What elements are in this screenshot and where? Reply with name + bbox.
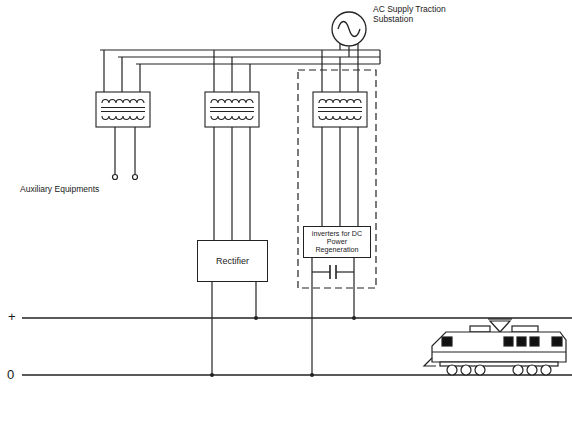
phase-wire: [231, 127, 232, 240]
three-phase-bus: [118, 56, 380, 57]
junction-dot: [310, 373, 314, 377]
supply-wire: [357, 44, 358, 64]
sine-symbol: [338, 22, 360, 37]
pantograph-shoe: [488, 318, 512, 319]
dc-wire: [255, 282, 256, 318]
positive-bus: [22, 317, 572, 318]
terminal: [113, 175, 118, 180]
ac-supply-source: AC Supply Traction Substation: [331, 11, 367, 47]
source-outline: [332, 12, 366, 46]
rectifier-box: Rectifier: [197, 240, 268, 282]
transformer-core: [210, 111, 254, 112]
box-label: inverters for DC Power Regeneration: [307, 230, 367, 255]
phase-drop: [339, 57, 340, 92]
junction-dot: [210, 373, 214, 377]
secondary-winding: [211, 116, 253, 120]
cab-window: [552, 337, 562, 346]
source-label: AC Supply Traction Substation: [373, 4, 463, 24]
phase-wire: [213, 127, 214, 240]
secondary-winding: [319, 116, 361, 120]
transformer-case: [313, 92, 367, 127]
dc-wire: [211, 282, 212, 375]
dc-wire: [311, 258, 312, 375]
wheel: [513, 365, 523, 375]
transformer-core: [101, 107, 145, 108]
aux-label: Auxiliary Equipments: [20, 184, 99, 194]
wheel: [447, 365, 457, 375]
roof-unit: [512, 326, 538, 332]
primary-winding: [211, 100, 253, 103]
wheel: [527, 365, 537, 375]
capacitor-lead: [336, 271, 354, 272]
bus-sign: 0: [7, 367, 14, 382]
transformer-symbol: [313, 92, 367, 127]
supply-wire: [339, 44, 340, 50]
pantograph: [490, 321, 510, 332]
return-bus: [22, 374, 572, 375]
transformer-case: [205, 92, 259, 127]
phase-drop: [321, 50, 322, 92]
transformer-symbol: [96, 92, 150, 127]
locomotive: [424, 319, 566, 375]
transformer-core: [318, 111, 362, 112]
transformer-core: [101, 111, 145, 112]
phase-wire: [357, 127, 358, 226]
primary-winding: [319, 100, 361, 103]
phase-wire: [339, 127, 340, 226]
loco-body: [432, 332, 566, 362]
phase-drop: [357, 64, 358, 92]
side-window: [504, 337, 513, 346]
box-label: Rectifier: [216, 256, 249, 266]
junction-dot: [352, 316, 356, 320]
wheel: [475, 365, 485, 375]
phase-wire: [321, 127, 322, 226]
transformer-core: [318, 107, 362, 108]
phase-drop: [121, 57, 122, 92]
aux-wire: [134, 127, 135, 174]
terminal: [133, 175, 138, 180]
transformer-symbol: [205, 92, 259, 127]
three-phase-bus: [136, 63, 380, 64]
source-circle: [331, 11, 367, 47]
regeneration-enclosure: [298, 70, 376, 288]
side-window: [530, 337, 539, 346]
phase-wire: [249, 127, 250, 240]
body-stripe: [432, 351, 566, 352]
wheel: [461, 365, 471, 375]
capacitor-plate: [329, 265, 331, 279]
aux-wire: [114, 127, 115, 174]
capacitor-plate: [335, 265, 337, 279]
pilot: [424, 358, 436, 366]
cab-window: [442, 337, 452, 346]
roof-unit: [470, 326, 490, 332]
inverter-box: inverters for DC Power Regeneration: [303, 226, 371, 258]
supply-wire: [348, 47, 349, 57]
dc-wire: [353, 258, 354, 318]
phase-drop: [139, 64, 140, 92]
wheel: [541, 365, 551, 375]
bus-sign: +: [8, 309, 16, 324]
phase-drop: [231, 57, 232, 92]
transformer-core: [210, 107, 254, 108]
phase-drop: [103, 50, 104, 92]
phase-drop: [249, 64, 250, 92]
side-window: [517, 337, 526, 346]
three-phase-bus: [100, 49, 380, 50]
underframe: [440, 362, 558, 366]
three-phase-bus: [379, 50, 380, 64]
secondary-winding: [102, 116, 144, 120]
phase-drop: [213, 50, 214, 92]
primary-winding: [102, 100, 144, 103]
capacitor-lead: [312, 271, 330, 272]
transformer-case: [96, 92, 150, 127]
junction-dot: [254, 316, 258, 320]
